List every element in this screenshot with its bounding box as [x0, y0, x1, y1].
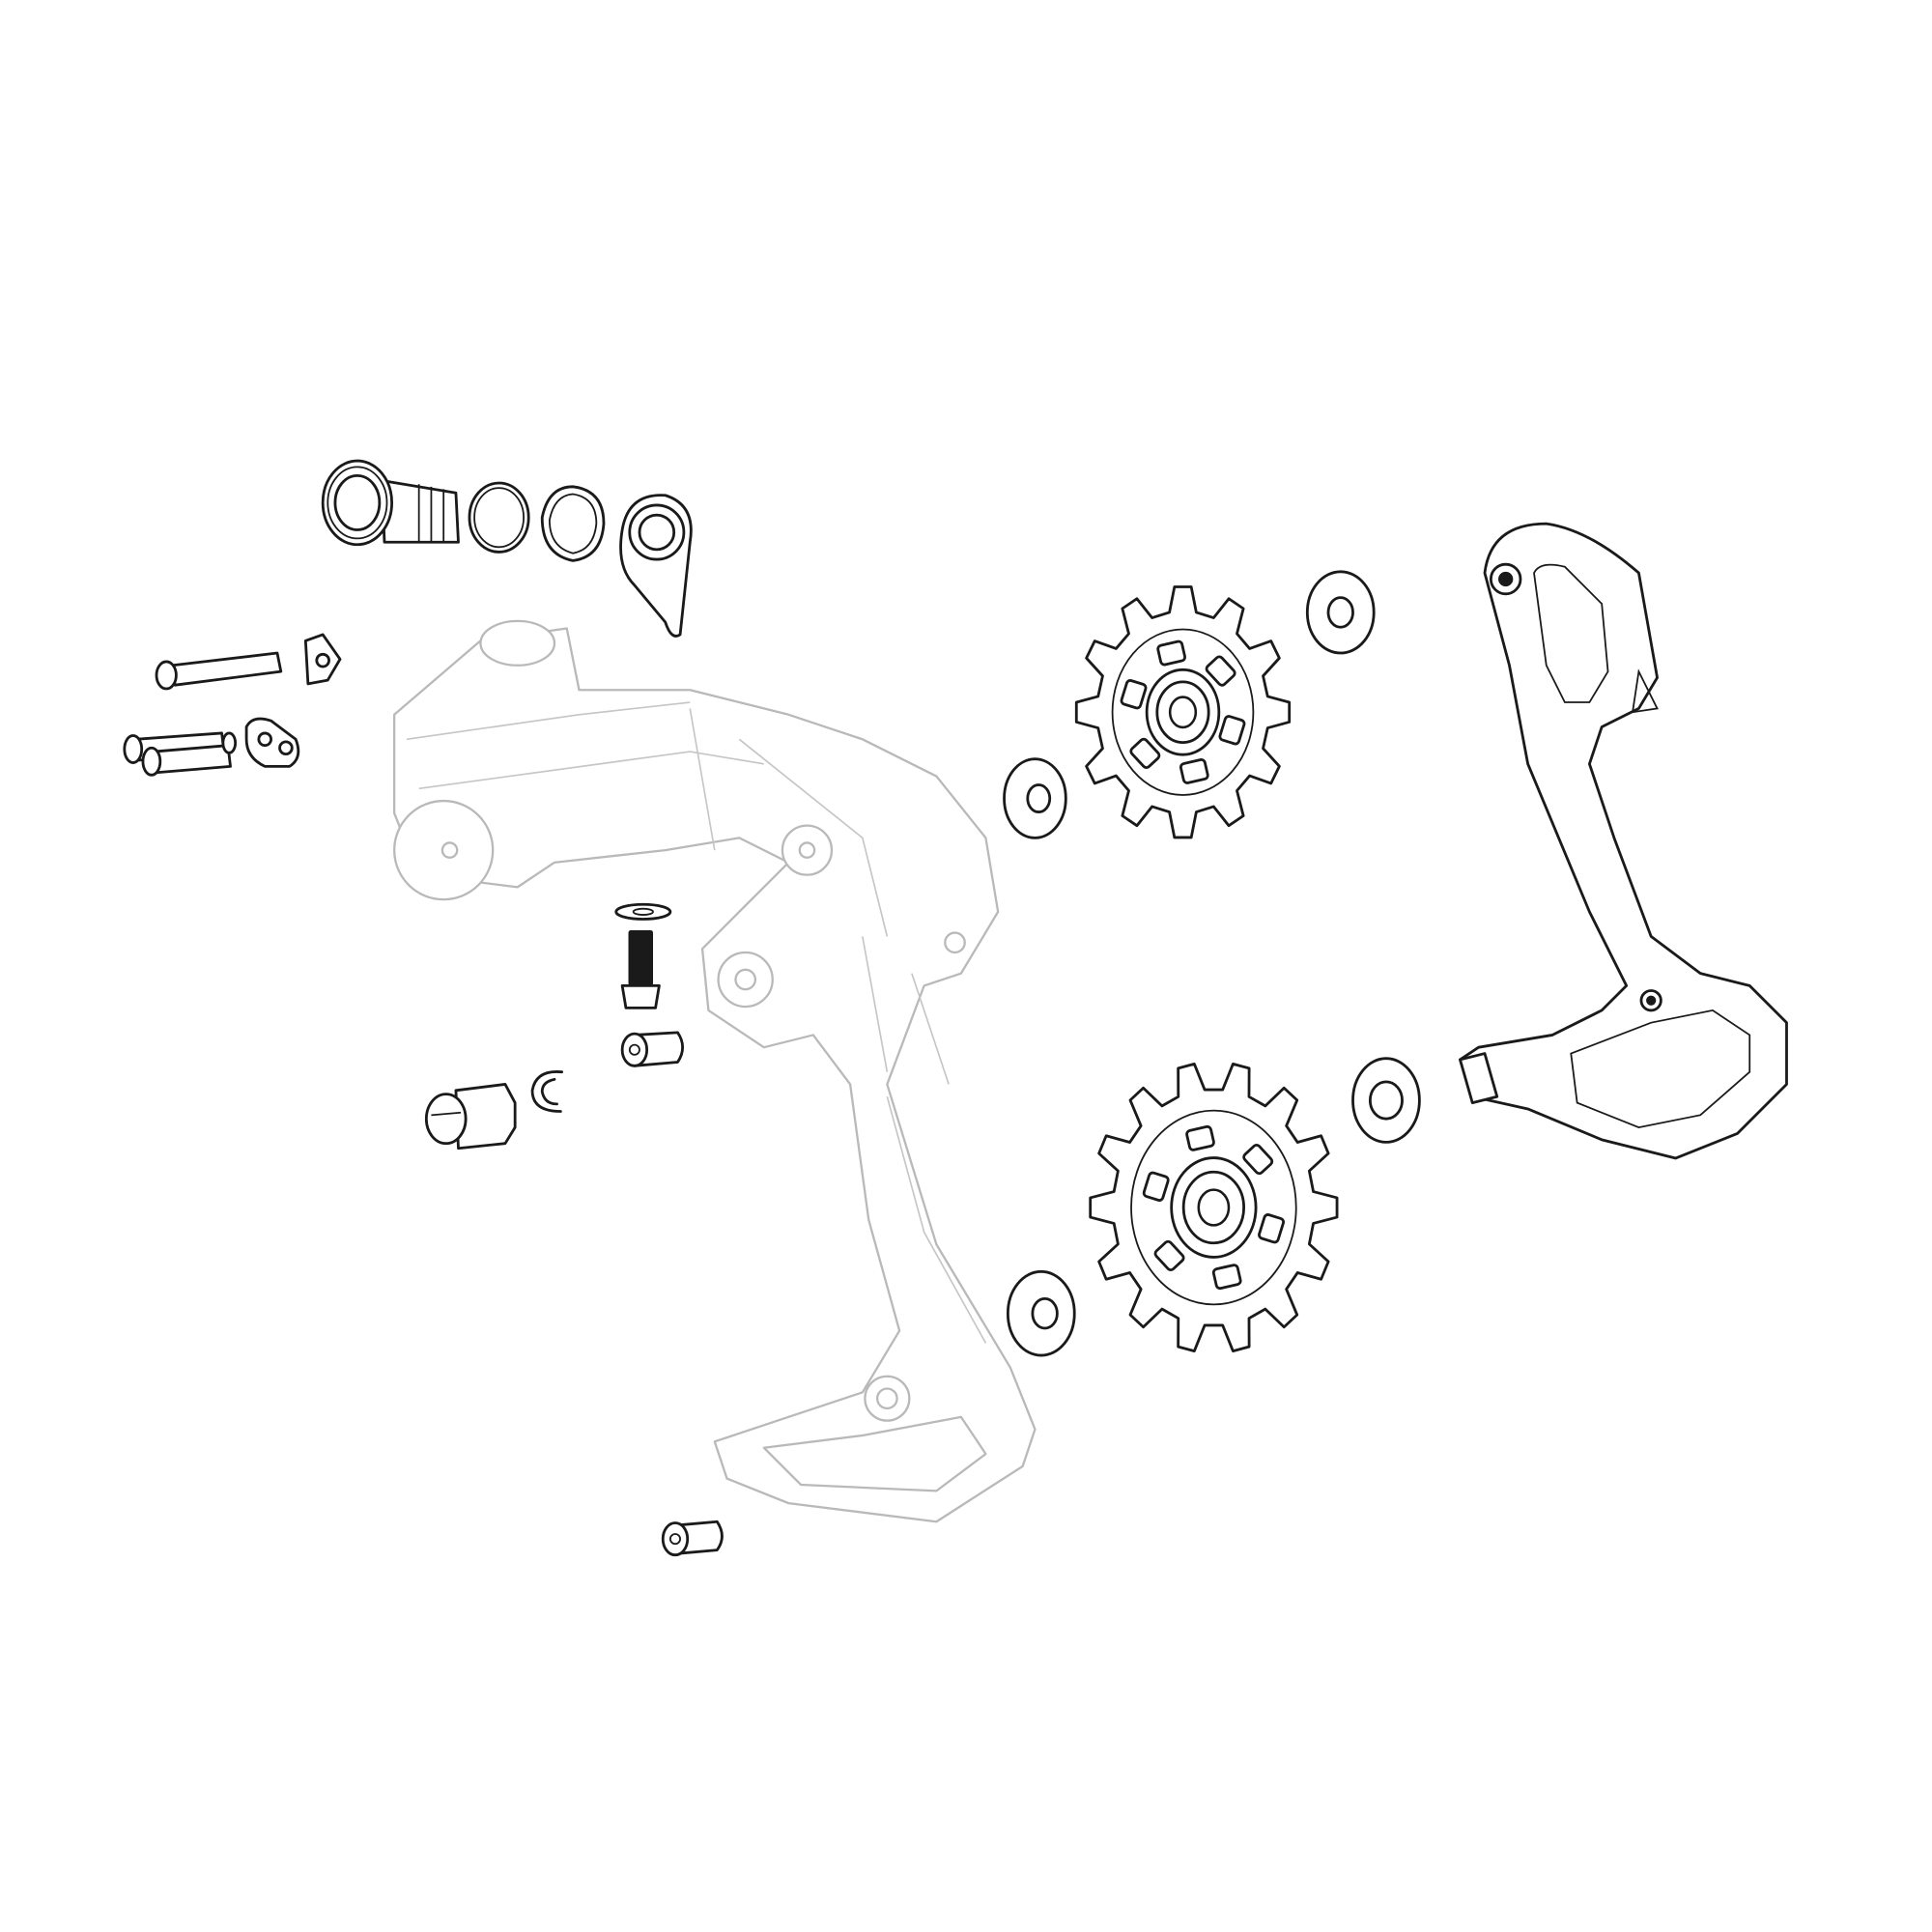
bushing-upper	[620, 1031, 685, 1067]
pulley-pocket	[1153, 1239, 1185, 1272]
washer-lower-right	[1351, 1057, 1421, 1144]
b-knuckle-tab	[619, 494, 693, 638]
pivot-pins	[123, 651, 283, 777]
pulley-axle-hole	[1197, 1188, 1231, 1227]
wave-washer	[540, 485, 606, 562]
pulley-pocket	[1211, 1264, 1242, 1291]
bushing-lower	[661, 1520, 724, 1557]
pulley-pocket	[1242, 1143, 1274, 1176]
e-clip	[530, 1070, 564, 1113]
pulley-axle-hole	[1168, 696, 1198, 729]
pulley-pocket	[1142, 1171, 1170, 1202]
outer-cage-plate	[1459, 522, 1788, 1160]
washer-upper-right	[1305, 570, 1376, 655]
upper-pulley-wheel	[1074, 585, 1292, 839]
washer-upper-left	[1003, 757, 1067, 839]
o-ring-inner	[473, 487, 525, 549]
pin-nuts	[244, 633, 342, 768]
pulley-rim	[1130, 1109, 1297, 1306]
pulley-rim	[1111, 628, 1255, 796]
pulley-pocket	[1156, 639, 1187, 667]
washer-lower-left	[1006, 1269, 1076, 1357]
cage-bolt	[614, 902, 672, 1009]
b-bolt	[321, 459, 460, 547]
pulley-pocket	[1179, 758, 1209, 784]
lower-pulley-wheel	[1089, 1063, 1339, 1352]
o-ring	[468, 481, 530, 554]
pulley-pocket	[1218, 715, 1246, 746]
pulley-pocket	[1120, 679, 1148, 710]
pulley-pocket	[1205, 655, 1236, 687]
limit-screw-adjuster	[424, 1083, 517, 1151]
pulley-pocket	[1129, 737, 1161, 770]
derailleur-body-ghost	[393, 619, 1037, 1523]
pulley-pocket	[1258, 1213, 1285, 1244]
pulley-pocket	[1185, 1124, 1215, 1151]
